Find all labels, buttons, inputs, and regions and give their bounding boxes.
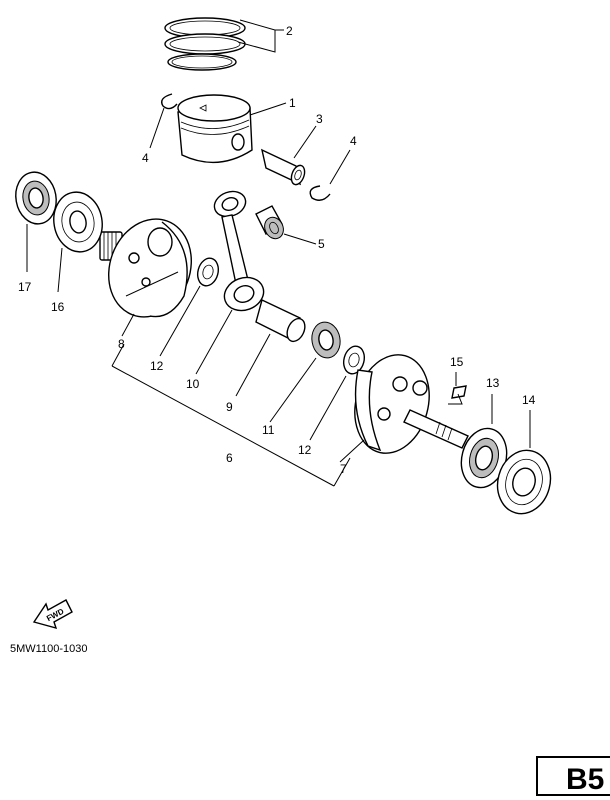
callout-3: 3 [316,112,323,126]
crank-bearing-right-part [460,427,508,489]
callout-12-left: 12 [150,359,164,373]
crank-bearing-left-part [53,191,103,253]
crank-pin-part [255,299,306,343]
callout-10: 10 [186,377,200,391]
circlip-left-part [160,93,178,110]
callout-4-right: 4 [350,134,357,148]
callout-6: 6 [226,451,233,465]
callout-14: 14 [522,393,536,407]
callout-7: 7 [340,462,347,476]
callout-12-right: 12 [298,443,312,457]
diagram-code: 5MW1100-1030 [10,643,87,655]
callout-16: 16 [51,300,65,314]
leader-lines [26,19,531,487]
washer-left-part [196,257,220,287]
crank-right-part [354,354,469,454]
piston-pin-part [261,148,306,186]
callout-8: 8 [118,337,125,351]
washer-right-part [342,345,366,375]
circlip-right-part [309,185,331,201]
callout-labels: 2 1 3 4 4 5 17 16 8 12 10 9 11 6 12 7 15… [18,24,536,476]
connecting-rod-part [213,190,265,312]
piston-rings-part [164,17,246,71]
callout-13: 13 [486,376,500,390]
callout-17: 17 [18,280,32,294]
callout-2: 2 [286,24,293,38]
oil-seal-right-part [496,449,552,515]
callout-4-left: 4 [142,151,149,165]
piston-part [177,94,253,164]
page-badge: B5 [536,756,610,796]
crank-left-part [99,218,192,318]
callout-15: 15 [450,355,464,369]
callout-9: 9 [226,400,233,414]
callout-11: 11 [262,423,275,437]
callout-1: 1 [289,96,296,110]
small-end-bearing-part [255,205,284,240]
oil-seal-left-part [15,171,57,225]
woodruff-key-part [451,385,467,399]
callout-5: 5 [318,237,325,251]
big-end-bearing-part [311,321,341,359]
fwd-arrow-icon: FWD [32,599,73,630]
page-code: B5 [566,763,604,796]
